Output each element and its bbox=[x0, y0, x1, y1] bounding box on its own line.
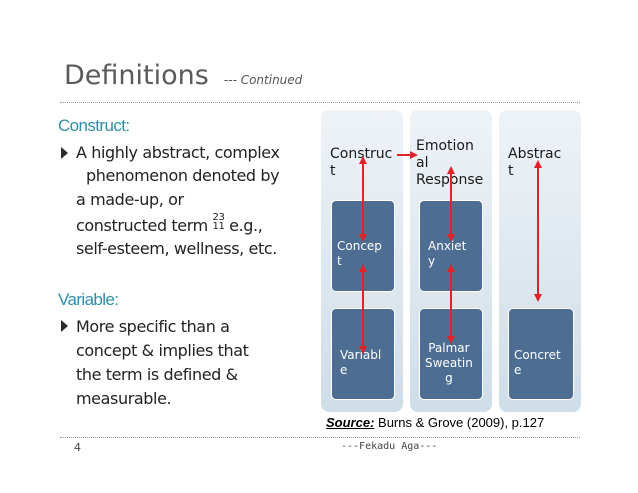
source-text: Burns & Grove (2009), p.127 bbox=[374, 415, 545, 430]
title-area: Definitions --- Continued bbox=[64, 60, 302, 91]
column-label-construct: Construc t bbox=[330, 146, 393, 179]
page-number: 4 bbox=[74, 441, 81, 454]
construct-line-3: a made-up, or bbox=[76, 190, 184, 209]
variable-heading: Variable: bbox=[58, 290, 119, 309]
construct-term-eg: e.g., bbox=[224, 216, 263, 235]
variable-line-1: More specific than a bbox=[76, 317, 230, 336]
slide-title: Definitions bbox=[64, 60, 209, 91]
palmar-sweating-box-label: Palmar Sweatin g bbox=[425, 341, 473, 385]
bullet-icon bbox=[61, 320, 68, 332]
source-label: Source: bbox=[326, 415, 375, 430]
footer-author: ---Fekadu Aga--- bbox=[341, 441, 438, 452]
column-label-abstract: Abstrac t bbox=[508, 146, 562, 179]
construct-line-5: self-esteem, wellness, etc. bbox=[76, 239, 277, 258]
variable-box-label: Variabl e bbox=[340, 348, 382, 377]
concrete-box-label: Concret e bbox=[514, 348, 561, 377]
top-divider bbox=[60, 102, 580, 103]
concept-box-label: Concep t bbox=[337, 239, 382, 268]
variable-line-2: concept & implies that bbox=[76, 341, 249, 360]
bottom-divider bbox=[60, 437, 580, 438]
slide-subtitle: --- Continued bbox=[223, 73, 303, 87]
construct-line-1: A highly abstract, complex bbox=[76, 143, 280, 162]
construct-line-2: phenomenon denoted by bbox=[86, 166, 280, 185]
bullet-icon bbox=[61, 147, 68, 159]
construct-term-text: constructed term bbox=[76, 216, 213, 235]
construct-heading: Construct: bbox=[58, 116, 130, 135]
anxiety-box-label: Anxiet y bbox=[428, 239, 467, 268]
source-citation: Source: Burns & Grove (2009), p.127 bbox=[326, 415, 544, 430]
variable-line-4: measurable. bbox=[76, 389, 172, 408]
concrete-box bbox=[508, 308, 574, 400]
variable-line-3: the term is defined & bbox=[76, 365, 238, 384]
